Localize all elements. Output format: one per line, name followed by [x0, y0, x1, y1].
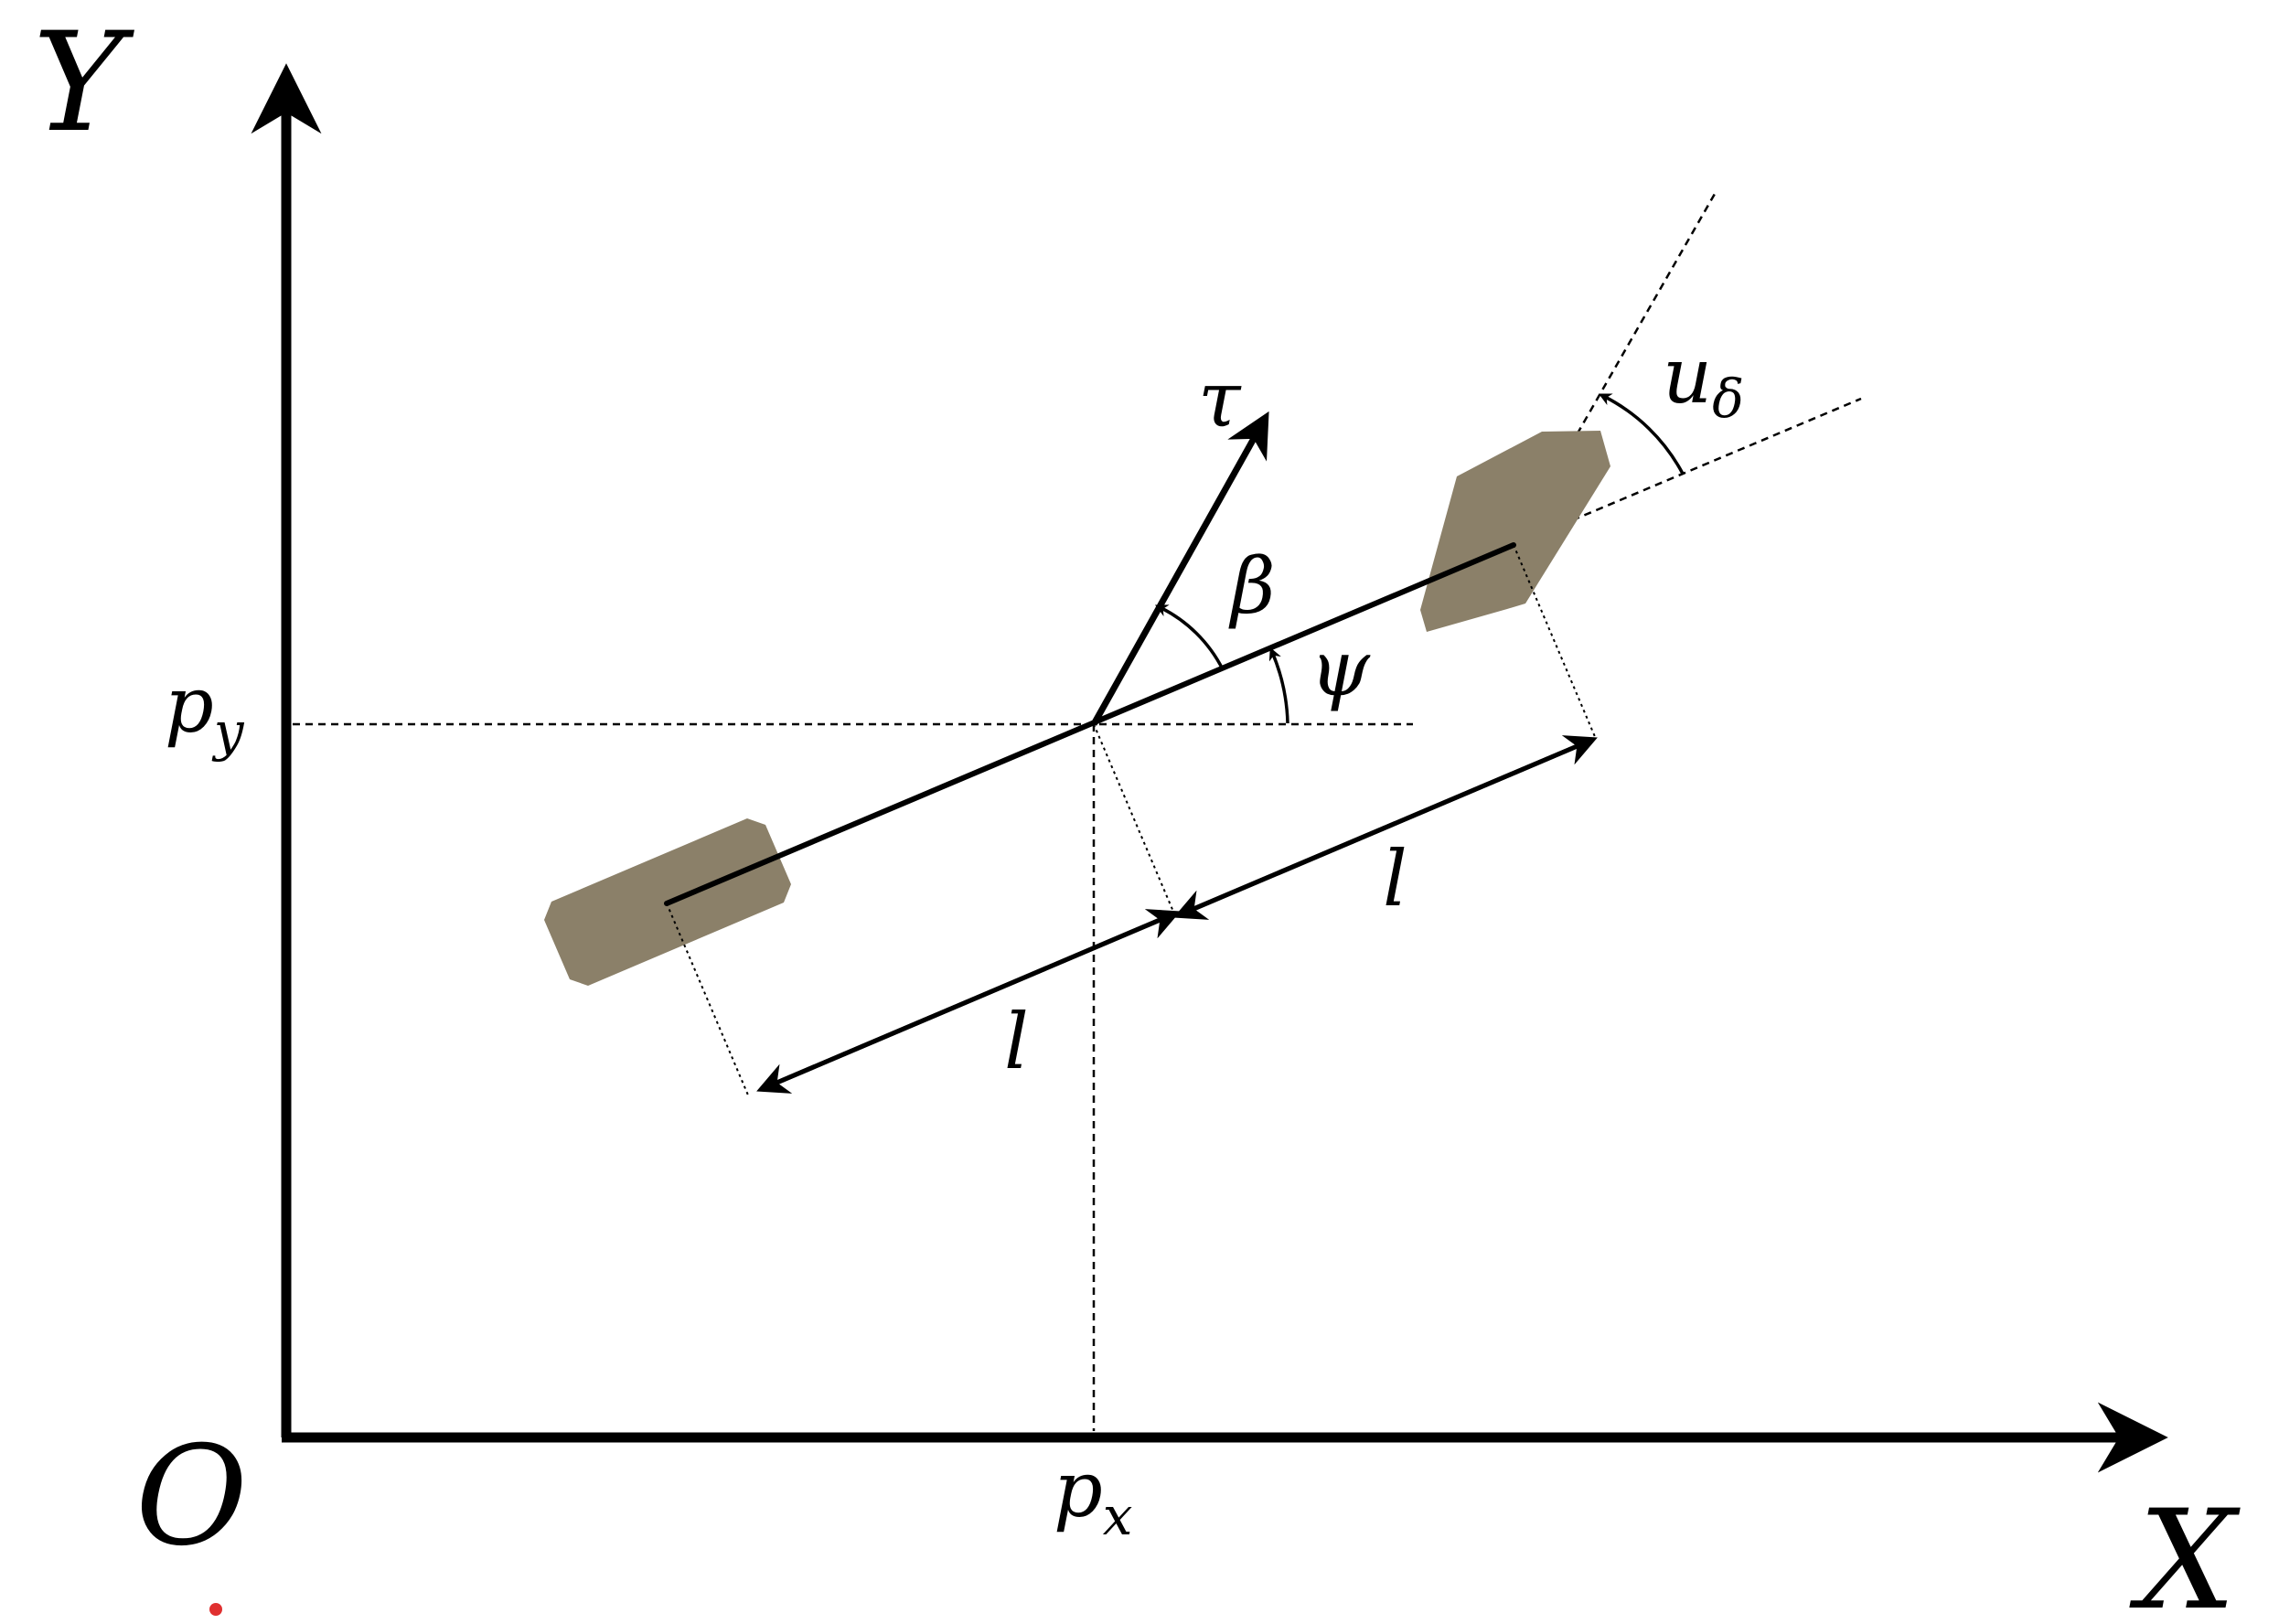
beta-label: β — [1228, 541, 1276, 631]
front-length-dimension-end — [1173, 740, 1587, 920]
py-label: py — [165, 660, 245, 763]
psi-angle-arc — [1268, 646, 1289, 724]
rear-length-dimension-end — [767, 909, 1181, 1089]
x-axis-label: X — [2129, 1481, 2241, 1624]
px-label: px — [1054, 1445, 1133, 1547]
psi-label: ψ — [1310, 624, 1371, 713]
rear-projection-line — [666, 903, 750, 1098]
u-delta-label: uδ — [1663, 331, 1744, 430]
front-wheel — [1420, 431, 1610, 632]
y-axis-label: Y — [33, 4, 134, 163]
center-projection-line — [1093, 723, 1177, 919]
beta-angle-arc — [1154, 604, 1225, 670]
origin-label: O — [135, 1417, 248, 1576]
rear-length-label: l — [1004, 997, 1029, 1086]
front-projection-line — [1513, 544, 1597, 740]
red-dot-marker — [209, 1603, 222, 1616]
tau-velocity-vector — [1090, 411, 1269, 726]
tau-label: τ — [1198, 355, 1242, 444]
vehicle-body-line — [664, 542, 1516, 906]
front-length-label: l — [1383, 834, 1407, 924]
body-extension-line — [1513, 397, 1862, 547]
u-delta-angle-arc — [1598, 393, 1685, 475]
